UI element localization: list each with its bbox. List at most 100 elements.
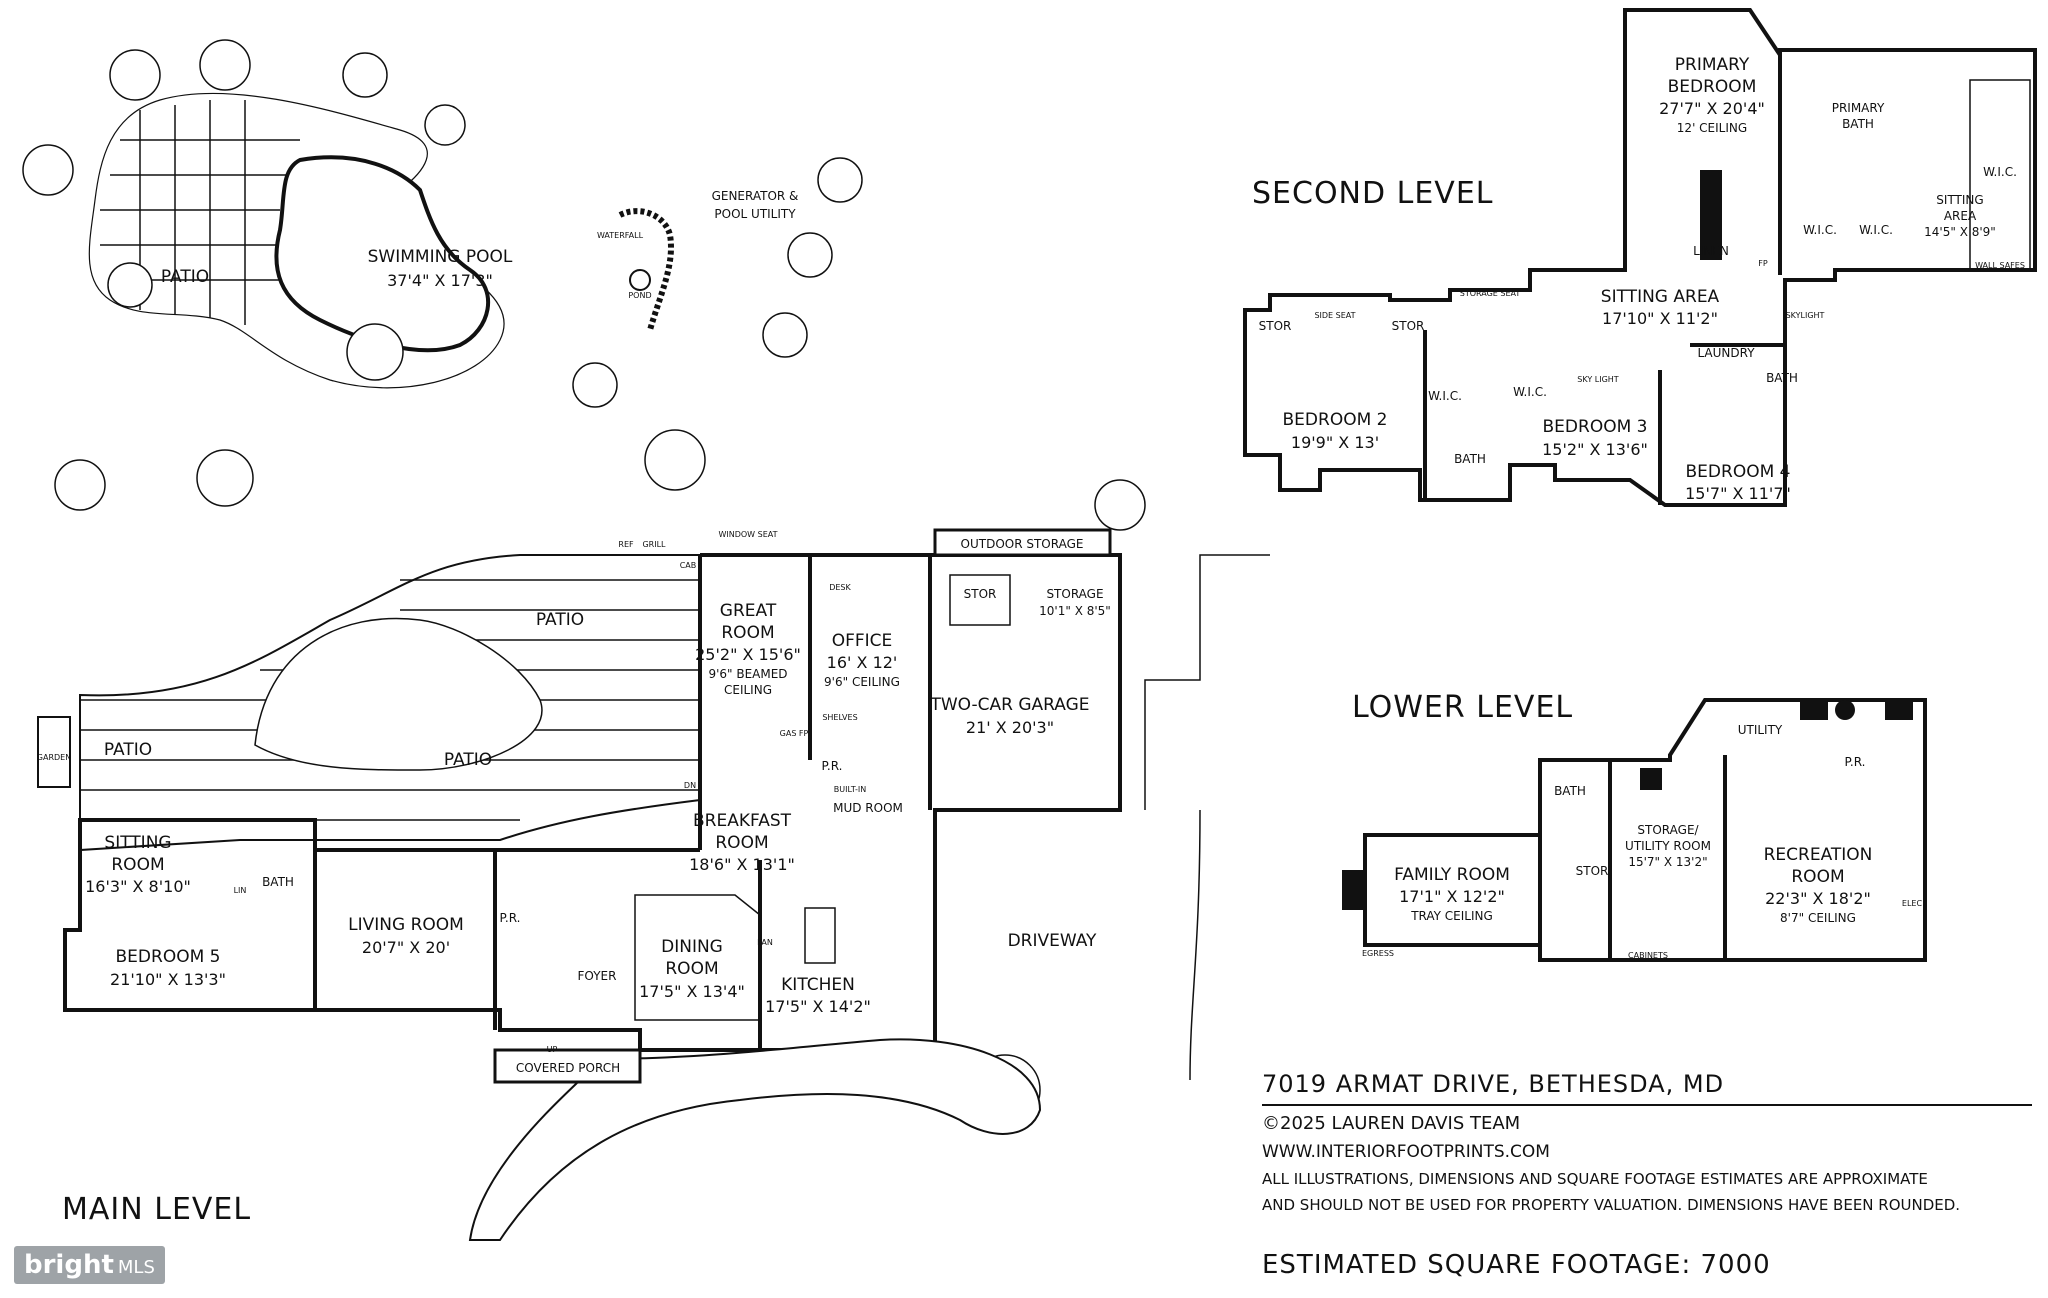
tree-icon (22, 144, 74, 196)
label-utility: UTILITY (1738, 723, 1783, 737)
label-pan: PAN (757, 938, 773, 947)
label-kitchen: KITCHEN (781, 975, 855, 995)
label-garden: GARDEN (37, 753, 71, 762)
square-footage: ESTIMATED SQUARE FOOTAGE: 7000 (1262, 1250, 1771, 1280)
pool-area (88, 92, 674, 389)
tree-icon (644, 429, 706, 491)
brand-name: bright (24, 1250, 114, 1280)
label-pr-foyer: P.R. (500, 911, 521, 925)
tree-icon (342, 52, 388, 98)
label-breakfast: BREAKFAST (693, 811, 792, 831)
website-text: WWW.INTERIORFOOTPRINTS.COM (1262, 1142, 1550, 1162)
label-bedroom2: BEDROOM 2 (1283, 410, 1388, 430)
label-recreation: RECREATION (1764, 845, 1873, 865)
label-bedroom5: BEDROOM 5 (116, 947, 221, 967)
driveway-edge (1144, 554, 1270, 1081)
pond (629, 269, 651, 291)
label-great-room-note-2: CEILING (724, 683, 772, 697)
label-side-seat: SIDE SEAT (1314, 311, 1355, 320)
label-wic-b2: W.I.C. (1428, 389, 1462, 403)
label-office: OFFICE (832, 631, 893, 651)
label-cab: CAB (680, 561, 697, 570)
label-breakfast-dim: 18'6" X 13'1" (689, 855, 795, 874)
label-bedroom3: BEDROOM 3 (1543, 417, 1648, 437)
label-family-note: TRAY CEILING (1410, 909, 1493, 923)
label-office-dim: 16' X 12' (827, 653, 898, 672)
label-patio-left: PATIO (104, 740, 152, 760)
covered-porch (493, 1048, 642, 1084)
label-living: LIVING ROOM (348, 915, 464, 935)
label-family: FAMILY ROOM (1394, 865, 1510, 885)
walkway (468, 1038, 1042, 1241)
label-bath-main: BATH (262, 875, 294, 889)
label-stor-lower: STOR (1576, 864, 1609, 878)
swimming-pool (274, 155, 490, 353)
label-wic-b3: W.I.C. (1513, 385, 1547, 399)
label-storage-utility-dim: 15'7" X 13'2" (1628, 855, 1707, 869)
label-window-seat: WINDOW SEAT (718, 530, 777, 539)
label-swimming-pool-dim: 37'4" X 17'3" (387, 271, 493, 290)
utility-block-3 (1640, 768, 1662, 790)
label-bedroom5-dim: 21'10" X 13'3" (110, 970, 226, 989)
label-linen: LINEN (1693, 244, 1729, 258)
label-recreation-note: 8'7" CEILING (1780, 911, 1856, 925)
label-lin: LIN (234, 886, 247, 895)
disclaimer-line-2: AND SHOULD NOT BE USED FOR PROPERTY VALU… (1262, 1196, 1961, 1214)
label-mud-room: MUD ROOM (833, 801, 903, 815)
tree-icon (346, 323, 404, 381)
label-dining-2: ROOM (665, 959, 718, 979)
label-bedroom4: BEDROOM 4 (1686, 462, 1791, 482)
tree-icon (424, 104, 466, 146)
label-dn: DN (684, 781, 696, 790)
disclaimer-line-1: ALL ILLUSTRATIONS, DIMENSIONS AND SQUARE… (1262, 1170, 1928, 1188)
tree-icon (817, 157, 863, 203)
label-storage: STORAGE (1046, 587, 1103, 601)
label-primary-bedroom: PRIMARY (1675, 55, 1750, 75)
label-great-room-note: 9'6" BEAMED (708, 667, 787, 681)
label-swimming-pool: SWIMMING POOL (368, 247, 513, 267)
tree-icon (787, 232, 833, 278)
heading-second-level: SECOND LEVEL (1252, 176, 1494, 211)
label-garage-dim: 21' X 20'3" (966, 718, 1054, 737)
tree-icon (762, 312, 808, 358)
fireplace-lower (1342, 870, 1364, 910)
label-stor-b2b: STOR (1392, 319, 1425, 333)
label-grill: GRILL (642, 540, 666, 549)
label-outdoor-storage: OUTDOOR STORAGE (961, 537, 1084, 551)
label-great-room: GREAT (720, 601, 777, 621)
label-office-note: 9'6" CEILING (824, 675, 900, 689)
tree-icon (572, 362, 618, 408)
label-shelves: SHELVES (822, 713, 857, 722)
label-great-room-dim: 25'2" X 15'6" (695, 645, 801, 664)
second-level-walls (1243, 8, 2037, 507)
waterfall-stones (618, 208, 674, 331)
label-egress: EGRESS (1362, 949, 1394, 958)
label-primary-bedroom-2: BEDROOM (1668, 77, 1757, 97)
label-breakfast-2: ROOM (715, 833, 768, 853)
garden-bed (37, 716, 71, 788)
labels: PATIO SWIMMING POOL 37'4" X 17'3" GENERA… (37, 55, 2025, 1075)
label-bath-b2: BATH (1454, 452, 1486, 466)
utility-tank (1835, 700, 1855, 720)
tree-icon (1094, 479, 1146, 531)
label-generator: GENERATOR & (712, 189, 799, 203)
second-level (1243, 8, 2037, 507)
label-sitting-main-dim: 16'3" X 8'10" (85, 877, 191, 896)
label-cabinets: CABINETS (1628, 951, 1668, 960)
label-storage-dim: 10'1" X 8'5" (1039, 604, 1111, 618)
lawn-curve (254, 617, 543, 771)
label-wall-safes: WALL SAFES (1975, 261, 2025, 270)
label-wic-b: W.I.C. (1859, 223, 1893, 237)
lower-level (1342, 698, 1927, 962)
label-bedroom3-dim: 15'2" X 13'6" (1542, 440, 1648, 459)
label-storage-seat: STORAGE SEAT (1460, 289, 1521, 298)
tree-icon (54, 459, 106, 511)
label-sitting-area-dim: 17'10" X 11'2" (1602, 309, 1718, 328)
address-line: 7019 ARMAT DRIVE, BETHESDA, MD (1262, 1070, 1725, 1098)
label-ref: REF (618, 540, 634, 549)
label-elec: ELEC (1902, 899, 1923, 908)
label-fp: FP (1758, 259, 1768, 268)
tree-icon (107, 262, 153, 308)
label-great-room-2: ROOM (721, 623, 774, 643)
